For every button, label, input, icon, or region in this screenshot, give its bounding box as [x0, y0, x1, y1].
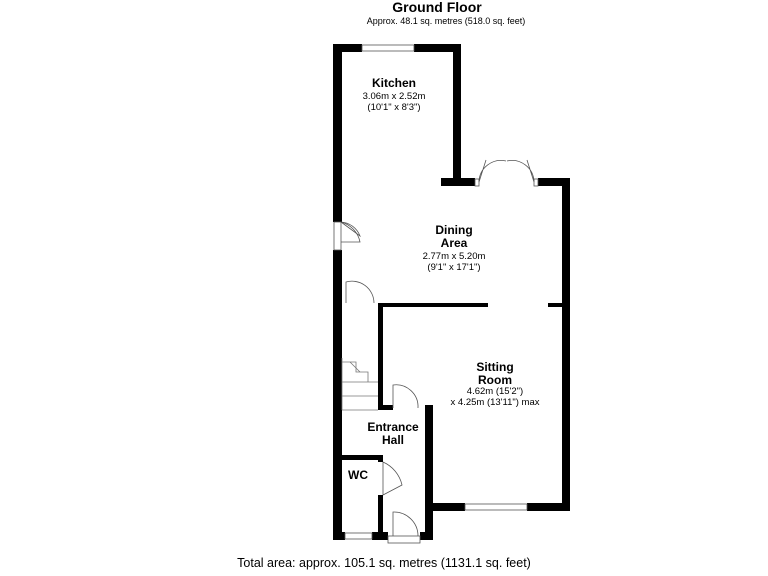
kitchen-dim-imperial: (10'1" x 8'3") [367, 102, 421, 113]
dining-label-1: Dining [435, 223, 473, 237]
dining-dim-metric: 2.77m x 5.20m [422, 251, 486, 262]
kitchen-window [361, 44, 415, 52]
dining-dim-imperial: (9'1" x 17'1") [427, 262, 481, 273]
sitting-label-1: Sitting [476, 360, 514, 374]
dining-label-2: Area [440, 236, 468, 250]
kitchen-dim-metric: 3.06m x 2.52m [362, 91, 426, 102]
kitchen-label: Kitchen [371, 76, 417, 90]
hall-label-1: Entrance [367, 420, 419, 434]
hall-label-2: Hall [381, 433, 405, 447]
wc-window [344, 532, 373, 540]
patio-door-icon [478, 159, 507, 183]
sitting-label-2: Room [478, 373, 512, 387]
total-area: Total area: approx. 105.1 sq. metres (11… [237, 556, 531, 570]
sitting-dim-1: 4.62m (15'2") [466, 386, 524, 397]
front-door-frame [387, 535, 421, 544]
sitting-dim-2: x 4.25m (13'11") max [450, 397, 540, 408]
floor-title: Ground Floor [392, 0, 482, 15]
side-door-frame [333, 221, 342, 251]
hall-door-icon [345, 280, 375, 304]
sitting-door-icon [392, 384, 419, 409]
front-door-icon [392, 511, 419, 537]
wc-label: WC [348, 468, 368, 482]
wc-door-icon [382, 461, 403, 496]
sitting-window [464, 503, 528, 511]
windows-doors [333, 44, 539, 544]
stairs-icon [341, 358, 378, 411]
floor-area-subtitle: Approx. 48.1 sq. metres (518.0 sq. feet) [366, 16, 526, 26]
walls [333, 44, 570, 540]
